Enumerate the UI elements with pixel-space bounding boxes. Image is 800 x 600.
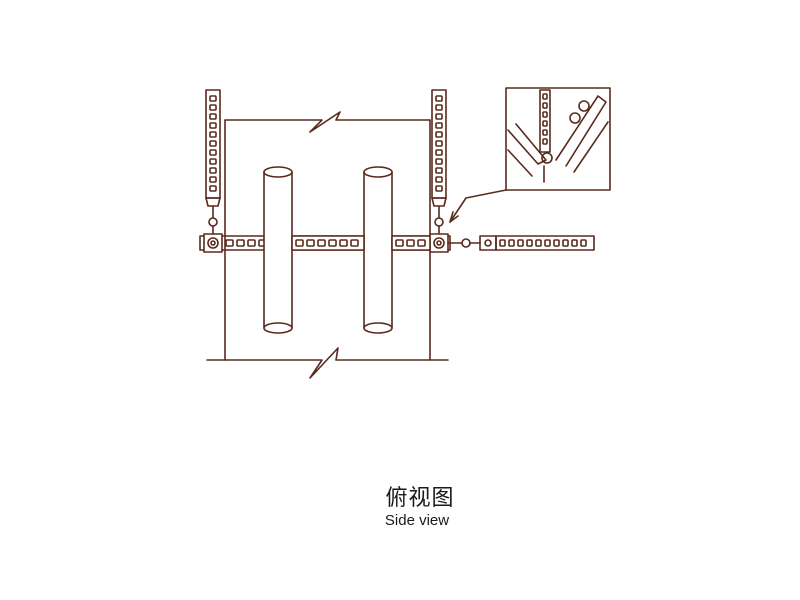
channel-slot bbox=[517, 239, 524, 247]
detail-inset bbox=[505, 87, 611, 191]
extension-connector bbox=[447, 235, 497, 251]
channel-slot bbox=[435, 131, 443, 138]
channel-slot bbox=[209, 131, 217, 138]
channel-slot bbox=[580, 239, 587, 247]
channel-slot bbox=[435, 158, 443, 165]
channel-slot bbox=[209, 122, 217, 129]
channel-slot bbox=[544, 239, 551, 247]
channel-slot bbox=[306, 239, 315, 247]
extension-channel bbox=[495, 235, 595, 251]
channel-slot bbox=[317, 239, 326, 247]
right-vertical-strut bbox=[431, 89, 447, 235]
channel-slot bbox=[350, 239, 359, 247]
channel-slot bbox=[406, 239, 415, 247]
channel-slot bbox=[209, 104, 217, 111]
channel-slot bbox=[328, 239, 337, 247]
right-joint-fitting bbox=[429, 233, 449, 253]
channel-slot bbox=[571, 239, 578, 247]
channel-slot bbox=[435, 185, 443, 192]
channel-slot bbox=[209, 95, 217, 102]
channel-slot bbox=[542, 120, 548, 127]
channel-slot bbox=[542, 111, 548, 118]
channel-slot bbox=[435, 104, 443, 111]
caption-title-chinese: 俯视图 bbox=[385, 486, 455, 511]
left-joint-fitting bbox=[203, 233, 223, 253]
channel-slot bbox=[435, 176, 443, 183]
channel-slot bbox=[209, 140, 217, 147]
channel-slot bbox=[508, 239, 515, 247]
channel-slot bbox=[435, 113, 443, 120]
channel-slot bbox=[417, 239, 426, 247]
channel-slot bbox=[339, 239, 348, 247]
channel-slot bbox=[542, 102, 548, 109]
channel-slot bbox=[295, 239, 304, 247]
channel-slot bbox=[209, 185, 217, 192]
channel-slot bbox=[535, 239, 542, 247]
detail-leader-line bbox=[449, 189, 507, 223]
channel-slot bbox=[209, 113, 217, 120]
channel-slot bbox=[435, 149, 443, 156]
channel-slot bbox=[395, 239, 404, 247]
pipe-left bbox=[263, 166, 293, 334]
caption-title-english: Side view bbox=[384, 512, 450, 529]
channel-slot bbox=[209, 167, 217, 174]
channel-slot bbox=[236, 239, 245, 247]
channel-slot bbox=[435, 95, 443, 102]
channel-slot bbox=[209, 149, 217, 156]
channel-slot bbox=[435, 167, 443, 174]
channel-slot bbox=[542, 93, 548, 100]
pipe-right bbox=[363, 166, 393, 334]
channel-slot bbox=[562, 239, 569, 247]
channel-slot bbox=[247, 239, 256, 247]
channel-slot bbox=[542, 129, 548, 136]
channel-slot bbox=[209, 158, 217, 165]
channel-slot bbox=[542, 138, 548, 145]
left-vertical-strut bbox=[205, 89, 221, 235]
channel-slot bbox=[526, 239, 533, 247]
channel-slot bbox=[209, 176, 217, 183]
channel-slot bbox=[499, 239, 506, 247]
channel-slot bbox=[225, 239, 234, 247]
channel-slot bbox=[435, 140, 443, 147]
channel-slot bbox=[553, 239, 560, 247]
channel-slot bbox=[435, 122, 443, 129]
